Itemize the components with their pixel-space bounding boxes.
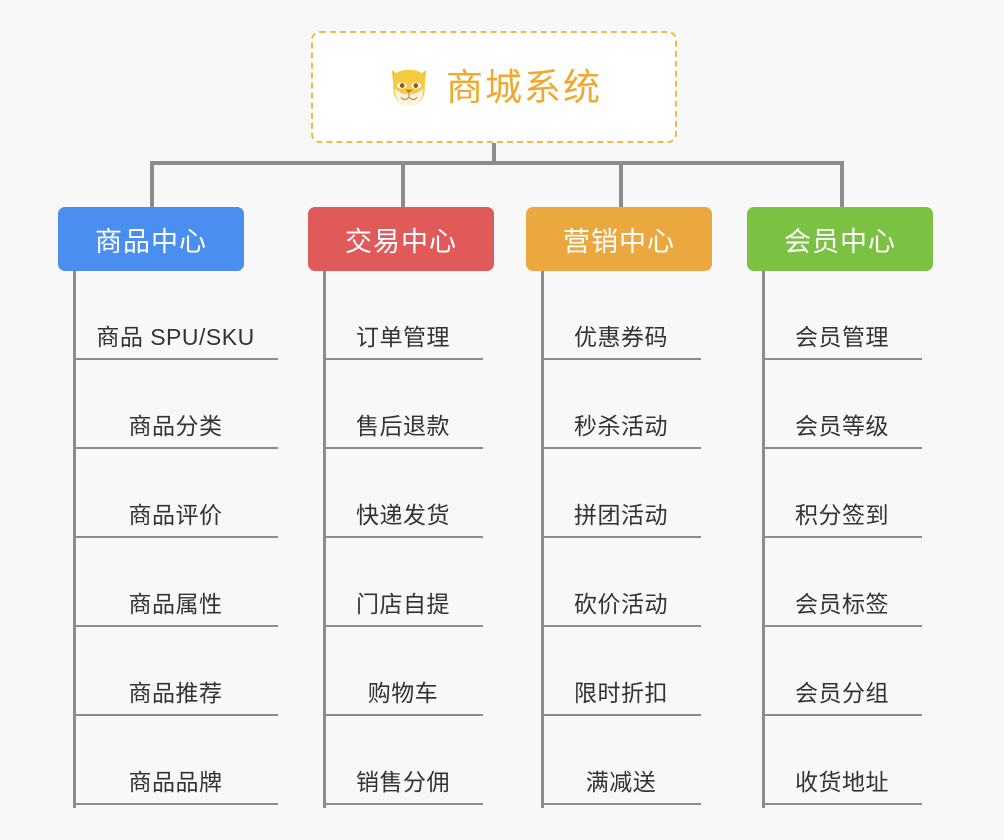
leaf-item-label: 售后退款 (356, 413, 450, 440)
category-node-2[interactable]: 交易中心 (308, 207, 494, 271)
leaf-item[interactable]: 会员标签 (762, 538, 922, 627)
leaf-item[interactable]: 门店自提 (323, 538, 483, 627)
root-node-label: 商城系统 (446, 66, 602, 108)
category-node-label: 交易中心 (345, 226, 457, 257)
leaf-item-label: 满减送 (585, 769, 657, 796)
shiba-dog-face-icon (391, 69, 427, 106)
leaf-item[interactable]: 拼团活动 (541, 449, 701, 538)
category-node-3[interactable]: 营销中心 (526, 207, 712, 271)
leaf-item-label: 门店自提 (356, 591, 450, 618)
leaf-item-label: 商品品牌 (128, 769, 223, 796)
leaf-item-label: 秒杀活动 (574, 413, 668, 440)
leaf-item-label: 商品评价 (128, 502, 223, 529)
leaf-item[interactable]: 优惠券码 (541, 271, 701, 360)
leaf-item-label: 商品分类 (128, 413, 223, 440)
leaf-item-label: 限时折扣 (574, 680, 668, 707)
leaf-item[interactable]: 商品推荐 (73, 627, 278, 716)
leaf-item-label: 会员分组 (795, 680, 889, 707)
leaf-item-label: 订单管理 (356, 324, 450, 351)
leaf-item[interactable]: 秒杀活动 (541, 360, 701, 449)
category-node-label: 会员中心 (784, 226, 896, 257)
connector-leaf-trunk (73, 271, 76, 808)
leaf-item[interactable]: 满减送 (541, 716, 701, 805)
leaf-item-label: 会员等级 (795, 413, 889, 440)
leaf-item[interactable]: 订单管理 (323, 271, 483, 360)
leaf-item[interactable]: 收货地址 (762, 716, 922, 805)
category-node-label: 营销中心 (563, 226, 675, 257)
connector-drop-4 (840, 161, 844, 207)
leaf-item[interactable]: 商品 SPU/SKU (73, 271, 278, 360)
leaf-item[interactable]: 积分签到 (762, 449, 922, 538)
leaf-item-label: 拼团活动 (574, 502, 668, 529)
leaf-item[interactable]: 快递发货 (323, 449, 483, 538)
leaf-item[interactable]: 会员等级 (762, 360, 922, 449)
connector-leaf-trunk (323, 271, 326, 808)
leaf-item[interactable]: 销售分佣 (323, 716, 483, 805)
leaf-item[interactable]: 商品品牌 (73, 716, 278, 805)
leaf-item[interactable]: 商品属性 (73, 538, 278, 627)
category-node-label: 商品中心 (95, 226, 207, 257)
leaf-item-label: 快递发货 (356, 502, 450, 529)
connector-horizontal-bus (150, 161, 844, 165)
category-node-4[interactable]: 会员中心 (747, 207, 933, 271)
leaf-item-label: 会员管理 (795, 324, 889, 351)
leaf-item-label: 积分签到 (795, 502, 889, 529)
leaf-item-label: 购物车 (367, 680, 439, 707)
leaf-item[interactable]: 售后退款 (323, 360, 483, 449)
leaf-item-label: 商品属性 (128, 591, 223, 618)
connector-drop-1 (150, 161, 154, 207)
leaf-item-label: 销售分佣 (356, 769, 450, 796)
connector-root-stem (492, 143, 496, 165)
leaf-item-label: 会员标签 (795, 591, 889, 618)
leaf-item[interactable]: 砍价活动 (541, 538, 701, 627)
connector-leaf-trunk (541, 271, 544, 808)
leaf-item[interactable]: 商品分类 (73, 360, 278, 449)
connector-drop-3 (619, 161, 623, 207)
leaf-item[interactable]: 限时折扣 (541, 627, 701, 716)
leaf-item-label: 优惠券码 (574, 324, 668, 351)
leaf-item-label: 砍价活动 (574, 591, 668, 618)
leaf-item-label: 收货地址 (795, 769, 889, 796)
leaf-item[interactable]: 购物车 (323, 627, 483, 716)
connector-drop-2 (401, 161, 405, 207)
leaf-item[interactable]: 会员分组 (762, 627, 922, 716)
leaf-item[interactable]: 商品评价 (73, 449, 278, 538)
root-node-mall-system[interactable]: 商城系统 (311, 31, 677, 143)
category-node-1[interactable]: 商品中心 (58, 207, 244, 271)
connector-leaf-trunk (762, 271, 765, 808)
leaf-item-label: 商品推荐 (128, 680, 223, 707)
leaf-item[interactable]: 会员管理 (762, 271, 922, 360)
leaf-item-label: 商品 SPU/SKU (96, 324, 255, 351)
